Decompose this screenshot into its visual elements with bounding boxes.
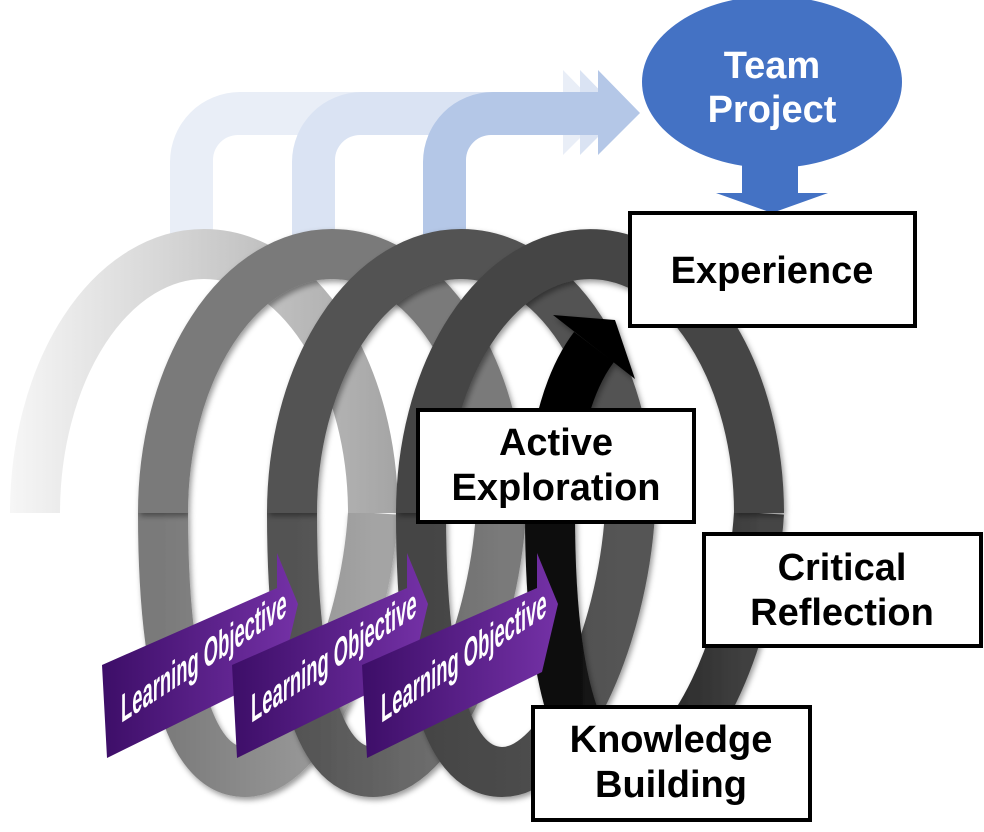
progress-arrows: [170, 70, 640, 245]
banner-arrow-shape: [232, 553, 428, 758]
coil-loop-3-top: [267, 229, 655, 514]
stage-box: [416, 408, 696, 524]
coil-loop-2-top: [138, 229, 526, 514]
banner-arrow-shape: [102, 553, 298, 758]
arrowhead-icon: [553, 315, 635, 379]
stage-critical-reflection: Critical Reflection: [702, 532, 983, 648]
banner-arrow-shape: [362, 553, 558, 758]
stage-label: Experience: [671, 250, 874, 292]
stage-box: [628, 211, 917, 328]
stage-box: [702, 532, 983, 648]
coil-loop-4-top: [396, 229, 784, 514]
stage-knowledge-building: Knowledge Building: [531, 705, 812, 822]
down-arrow-icon: [716, 160, 828, 213]
stage-label-line-1: Critical: [778, 547, 907, 589]
stage-label-line-1: Knowledge: [570, 719, 773, 761]
stage-experience: Experience: [628, 211, 917, 328]
stage-label-line-1: Active: [499, 422, 613, 464]
coil-loop-1-top: [10, 229, 398, 514]
stage-label-line-2: Building: [595, 764, 747, 806]
team-project-ellipse: [642, 0, 902, 168]
team-project-label-line-2: Project: [708, 89, 837, 131]
team-project-node: Team Project: [642, 0, 902, 213]
team-project-label-line-1: Team: [724, 45, 820, 87]
stage-active-exploration: Active Exploration: [416, 408, 696, 524]
stage-box: [531, 705, 812, 822]
stage-label-line-2: Reflection: [750, 592, 934, 634]
progress-arrow-3: [423, 70, 640, 245]
stage-label-line-2: Exploration: [451, 467, 660, 509]
